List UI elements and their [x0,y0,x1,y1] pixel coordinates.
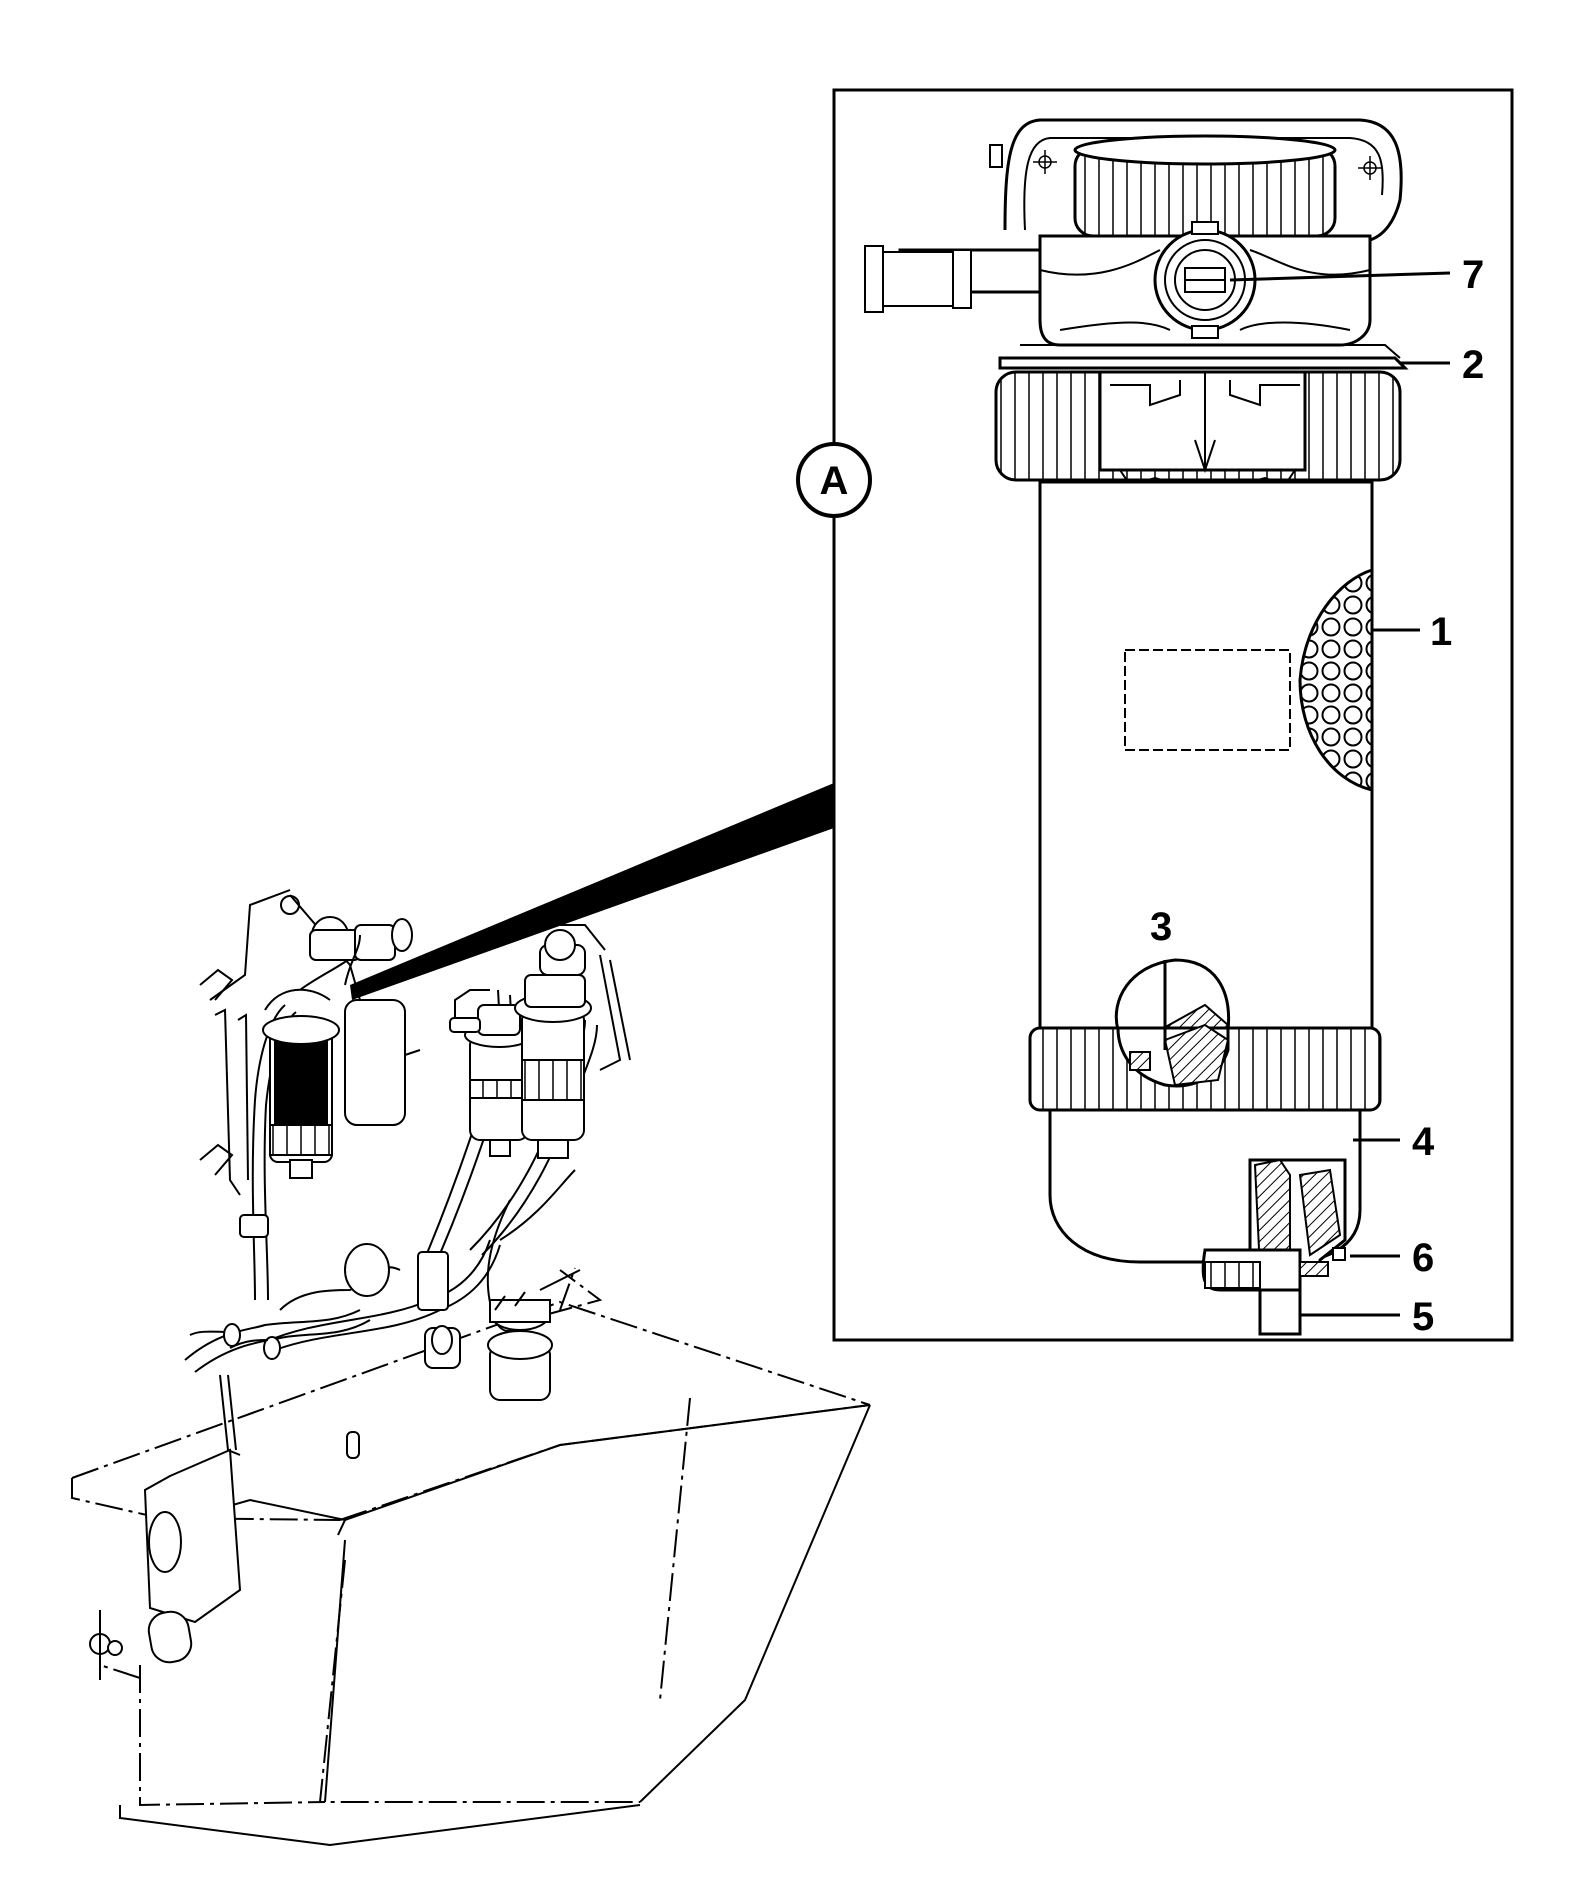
detail-marker-label: A [820,459,849,503]
overview-filter-secondary [449,924,606,1159]
callout-labels: 7 2 1 3 4 6 5 [1150,253,1484,1339]
callout-6: 6 [1412,1236,1434,1280]
leader-wedge [350,783,834,1000]
fuel-tank [71,1267,871,1847]
overview-filter-main [262,916,413,1179]
callout-2: 2 [1462,343,1484,387]
detail-marker-a: A [796,442,872,518]
detail-filter-assembly [864,118,1409,1336]
callout-4: 4 [1412,1120,1435,1164]
callout-3: 3 [1150,905,1172,949]
callout-1: 1 [1430,610,1452,654]
callout-leaders [1163,271,1451,1317]
callout-7: 7 [1462,253,1484,297]
callout-5: 5 [1412,1295,1434,1339]
